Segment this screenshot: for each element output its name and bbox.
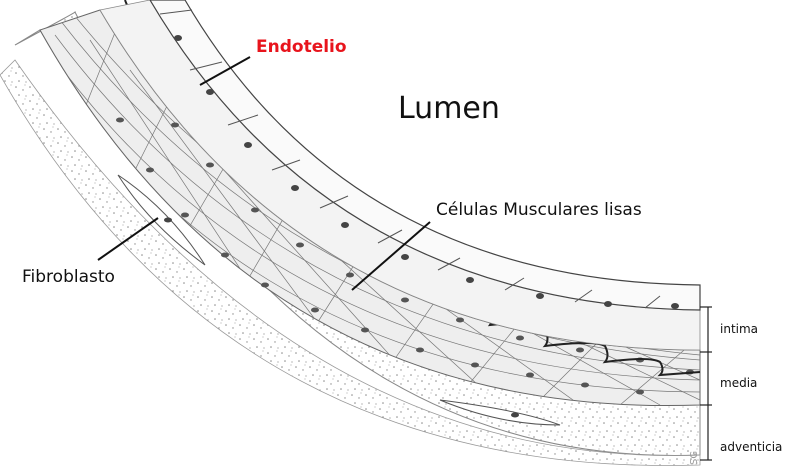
lumen-label: Lumen — [398, 91, 500, 126]
layer-bracket — [700, 307, 712, 460]
adventicia-label: adventicia — [720, 440, 782, 454]
musculares-label: Células Musculares lisas — [436, 200, 642, 220]
endotelio-label: Endotelio — [256, 37, 347, 57]
fibroblasto-label: Fibroblasto — [22, 267, 115, 287]
watermark: SG — [689, 451, 700, 465]
intima-label: intima — [720, 322, 758, 336]
media-label: media — [720, 376, 757, 390]
